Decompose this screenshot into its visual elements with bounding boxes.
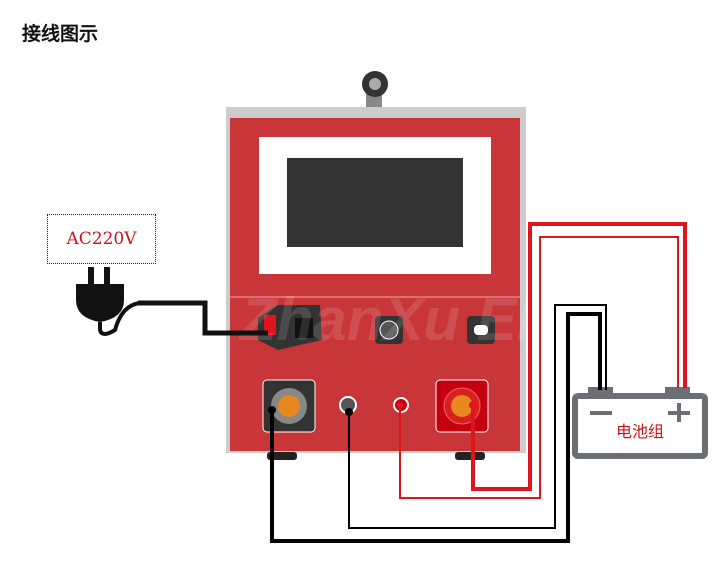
wire-black-thin <box>348 304 607 529</box>
power-cable <box>138 300 268 336</box>
battery-icon <box>572 387 708 459</box>
battery-label: 电池组 <box>615 422 664 441</box>
wire-red-thick <box>471 222 687 491</box>
page-title: 接线图示 <box>22 23 99 45</box>
wire-red-thin <box>399 236 679 499</box>
ac-power-label: AC220V <box>47 214 156 264</box>
watermark: ZhanXu Ele <box>238 286 567 353</box>
wires <box>268 222 687 543</box>
wire-black-thick <box>270 312 602 543</box>
device: ZhanXu Ele <box>226 71 567 460</box>
plug-icon <box>76 267 141 336</box>
